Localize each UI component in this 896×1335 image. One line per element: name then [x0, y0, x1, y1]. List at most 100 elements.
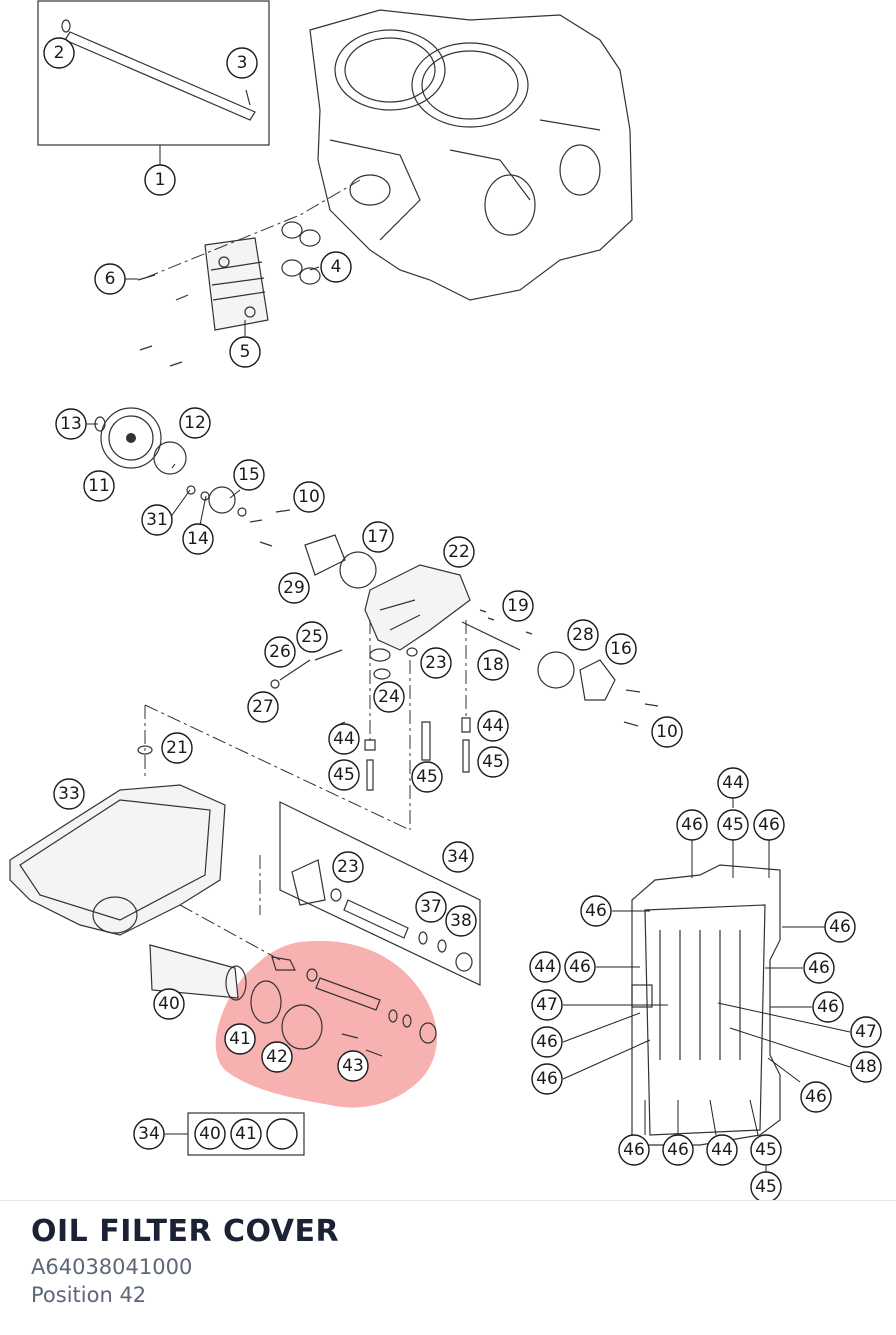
callout-10a[interactable]: 10	[293, 481, 325, 513]
callout-17[interactable]: 17	[362, 521, 394, 553]
svg-text:40: 40	[158, 994, 180, 1014]
callout-14[interactable]: 14	[182, 523, 214, 555]
svg-text:40: 40	[199, 1124, 221, 1144]
svg-text:26: 26	[269, 642, 291, 662]
part-name: OIL FILTER COVER	[31, 1214, 340, 1249]
callout-1[interactable]: 1	[144, 164, 176, 196]
callout-99[interactable]: 34	[133, 1118, 165, 1150]
callout-44a[interactable]: 44	[328, 723, 360, 755]
part-number: A64038041000	[31, 1255, 193, 1279]
callout-19[interactable]: 19	[502, 590, 534, 622]
callout-18[interactable]: 18	[477, 649, 509, 681]
callout-25[interactable]: 25	[296, 621, 328, 653]
callout-23b[interactable]: 23	[332, 851, 364, 883]
callout-46f[interactable]: 46	[812, 991, 844, 1023]
callout-16[interactable]: 16	[605, 633, 637, 665]
callout-46l[interactable]: 44	[706, 1134, 738, 1166]
kit-callout-41[interactable]	[266, 1118, 298, 1150]
svg-text:46: 46	[623, 1140, 645, 1160]
callout-44c[interactable]: 44	[717, 767, 749, 799]
svg-text:37: 37	[420, 897, 442, 917]
svg-text:46: 46	[569, 957, 591, 977]
callout-44b[interactable]: 44	[477, 710, 509, 742]
callout-46h[interactable]: 46	[531, 1063, 563, 1095]
callout-37[interactable]: 37	[415, 891, 447, 923]
callout-45a[interactable]: 45	[328, 759, 360, 791]
engine-crankcase	[309, 9, 633, 301]
svg-text:44: 44	[333, 729, 355, 749]
bottom-view-leaders	[562, 798, 851, 1173]
callout-46d[interactable]: 46	[824, 911, 856, 943]
callout-47a[interactable]: 47	[531, 989, 563, 1021]
callout-46m[interactable]: 99	[0, 0, 11, 10]
svg-text:41: 41	[235, 1124, 257, 1144]
callout-31[interactable]: 31	[141, 504, 173, 536]
callout-13[interactable]: 13	[55, 408, 87, 440]
svg-text:46: 46	[808, 958, 830, 978]
svg-text:2: 2	[54, 43, 65, 63]
callout-23a[interactable]: 23	[420, 647, 452, 679]
callout-6[interactable]: 6	[94, 263, 126, 295]
svg-text:10: 10	[298, 487, 320, 507]
callout-4[interactable]: 4	[320, 251, 352, 283]
callout-24[interactable]: 24	[373, 681, 405, 713]
callout-34[interactable]: 34	[442, 841, 474, 873]
shaft-group	[37, 0, 270, 168]
callout-46e[interactable]: 46	[803, 952, 835, 984]
callout-21[interactable]: 21	[161, 732, 193, 764]
callout-33[interactable]: 33	[53, 778, 85, 810]
callout-45e[interactable]: 45	[750, 1171, 782, 1200]
svg-text:21: 21	[166, 738, 188, 758]
svg-text:13: 13	[60, 414, 82, 434]
callout-48[interactable]: 48	[850, 1051, 882, 1083]
callout-46i[interactable]: 46	[800, 1081, 832, 1113]
callout-43[interactable]: 43	[337, 1050, 369, 1082]
callout-15[interactable]: 15	[233, 459, 265, 491]
callout-46j[interactable]: 46	[618, 1134, 650, 1166]
callout-22[interactable]: 22	[443, 536, 475, 568]
callout-46b[interactable]: 46	[753, 809, 785, 841]
callout-47b[interactable]: 47	[850, 1016, 882, 1048]
callout-38[interactable]: 38	[445, 905, 477, 937]
callout-26[interactable]: 26	[264, 636, 296, 668]
callout-40[interactable]: 40	[153, 988, 185, 1020]
svg-text:47: 47	[855, 1022, 877, 1042]
callout-44e[interactable]: 46	[564, 951, 596, 983]
svg-text:46: 46	[585, 901, 607, 921]
callout-41[interactable]: 41	[224, 1023, 256, 1055]
callout-42[interactable]: 42	[261, 1041, 293, 1073]
svg-text:34: 34	[447, 847, 469, 867]
gear-set	[94, 407, 291, 547]
callout-45c[interactable]: 45	[477, 746, 509, 778]
callout-46c[interactable]: 46	[580, 895, 612, 927]
callout-5[interactable]: 5	[229, 336, 261, 368]
svg-text:46: 46	[829, 917, 851, 937]
callout-3[interactable]: 3	[226, 47, 258, 79]
svg-text:1: 1	[155, 170, 166, 190]
callout-45d[interactable]: 45	[717, 809, 749, 841]
callout-2[interactable]: 2	[43, 37, 75, 69]
callout-46g[interactable]: 46	[531, 1026, 563, 1058]
svg-text:12: 12	[184, 413, 206, 433]
svg-text:41: 41	[229, 1029, 251, 1049]
callout-45b[interactable]: 45	[411, 761, 443, 793]
callout-46k[interactable]: 46	[662, 1134, 694, 1166]
callout-44d[interactable]: 45	[750, 1134, 782, 1166]
callout-28[interactable]: 28	[567, 619, 599, 651]
svg-text:6: 6	[105, 269, 116, 289]
svg-text:43: 43	[342, 1056, 364, 1076]
kit-callout-34[interactable]: 40	[194, 1118, 226, 1150]
callout-27[interactable]: 27	[247, 691, 279, 723]
callout-29[interactable]: 29	[278, 572, 310, 604]
svg-text:3: 3	[237, 53, 248, 73]
callout-12[interactable]: 12	[179, 407, 211, 439]
svg-text:46: 46	[817, 997, 839, 1017]
svg-text:5: 5	[240, 342, 251, 362]
callout-46a[interactable]: 46	[676, 809, 708, 841]
callout-10b[interactable]: 10	[651, 716, 683, 748]
svg-text:46: 46	[536, 1032, 558, 1052]
callout-45f[interactable]: 44	[529, 951, 561, 983]
kit-callout-40[interactable]: 41	[230, 1118, 262, 1150]
callout-11[interactable]: 11	[83, 470, 115, 502]
svg-text:23: 23	[337, 857, 359, 877]
